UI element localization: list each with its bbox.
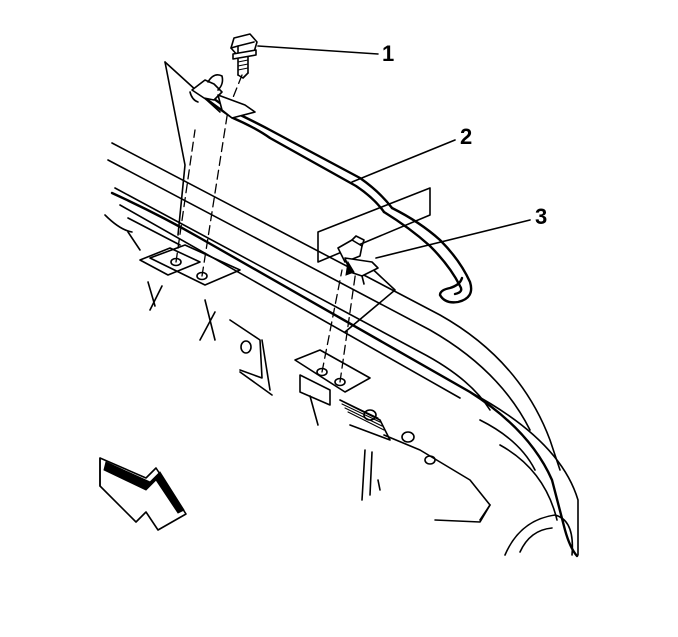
callout-label-1: 1 (382, 41, 394, 66)
bumper-body (104, 142, 579, 558)
harness-tube (203, 90, 473, 304)
assembly-guides (164, 61, 431, 383)
harness-bracket (189, 74, 256, 119)
bolt (230, 33, 258, 79)
callout-label-2: 2 (460, 124, 472, 149)
callout-label-3: 3 (535, 204, 547, 229)
direction-arrow-icon (99, 457, 187, 531)
mounting-plate-right (294, 349, 371, 393)
callout-leaders (257, 45, 531, 259)
clip (337, 235, 379, 285)
